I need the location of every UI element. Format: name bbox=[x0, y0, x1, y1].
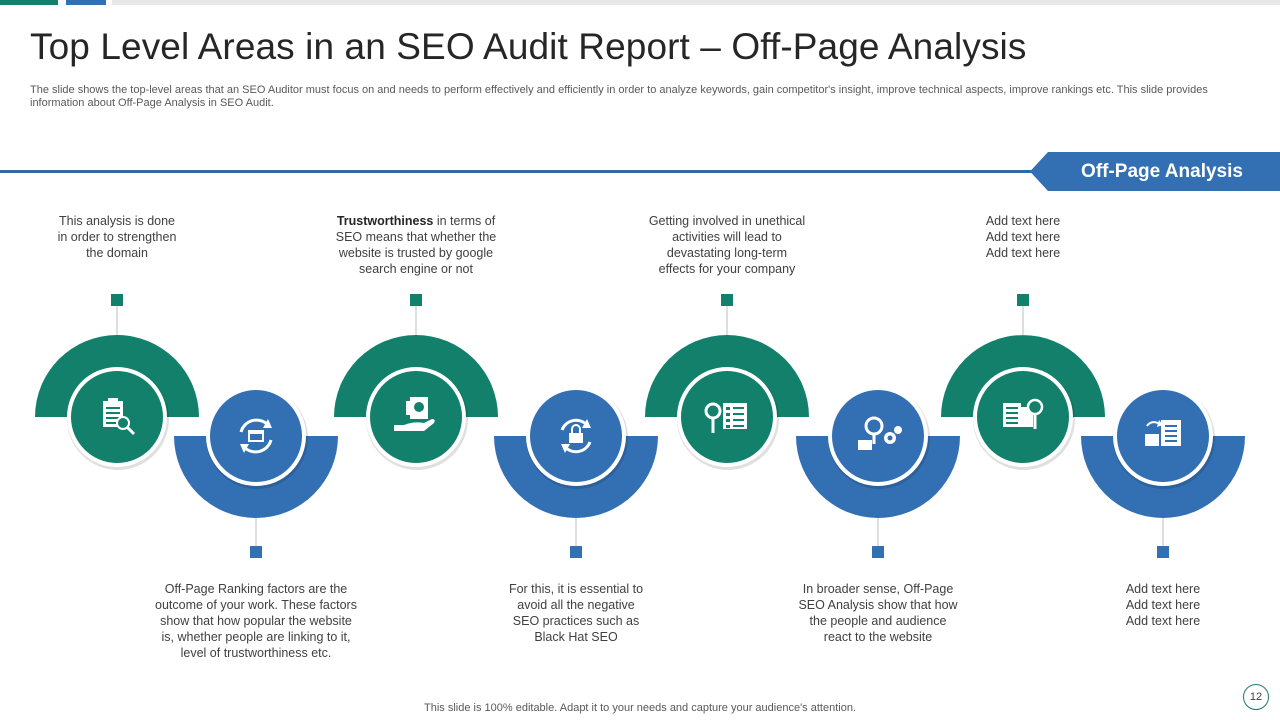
step-4-description: For this, it is essential to avoid all t… bbox=[481, 581, 671, 645]
step-2-description-text: Off-Page Ranking factors are the outcome… bbox=[155, 582, 357, 660]
page-number: 12 bbox=[1243, 684, 1269, 710]
clipboard-magnifier-icon bbox=[103, 398, 136, 436]
step-5-marker bbox=[721, 294, 733, 306]
top-accent-grey bbox=[112, 0, 1280, 5]
step-8-marker bbox=[1157, 546, 1169, 558]
step-2-description: Off-Page Ranking factors are the outcome… bbox=[136, 581, 376, 661]
documents-magnifier-icon bbox=[1003, 398, 1044, 429]
step-3-marker bbox=[410, 294, 422, 306]
section-banner: Off-Page Analysis bbox=[1030, 152, 1280, 191]
step-3 bbox=[334, 294, 498, 470]
step-4 bbox=[494, 386, 658, 558]
step-6 bbox=[796, 386, 960, 558]
step-3-description-text: in terms of SEO means that whether the w… bbox=[335, 214, 497, 276]
step-7-description-text: Add text here Add text here Add text her… bbox=[985, 214, 1061, 260]
cycle-browser-icon bbox=[239, 418, 273, 454]
banner-shape bbox=[1030, 152, 1280, 191]
step-1-description-text: This analysis is done in order to streng… bbox=[57, 214, 177, 260]
slide-subtitle: The slide shows the top-level areas that… bbox=[30, 84, 1208, 109]
top-accent-green bbox=[0, 0, 58, 5]
step-6-circle bbox=[832, 390, 924, 482]
search-gear-icon bbox=[858, 416, 902, 450]
step-2 bbox=[174, 386, 338, 558]
step-7-marker bbox=[1017, 294, 1029, 306]
step-5-description: Getting involved in unethical activities… bbox=[627, 213, 827, 277]
step-8-description-text: Add text here Add text here Add text her… bbox=[1125, 582, 1201, 628]
step-6-description: In broader sense, Off-Page SEO Analysis … bbox=[778, 581, 978, 645]
checklist-magnifier-icon bbox=[704, 402, 747, 433]
section-divider-line bbox=[0, 170, 1040, 173]
step-5-description-text: Getting involved in unethical activities… bbox=[648, 214, 806, 276]
step-3-description-bold: Trustworthiness bbox=[336, 214, 434, 228]
step-5 bbox=[645, 294, 809, 470]
step-6-description-text: In broader sense, Off-Page SEO Analysis … bbox=[798, 582, 958, 644]
step-8 bbox=[1081, 386, 1245, 558]
top-accent-blue bbox=[66, 0, 106, 5]
footer-note: This slide is 100% editable. Adapt it to… bbox=[424, 702, 856, 714]
step-7-description: Add text here Add text here Add text her… bbox=[943, 213, 1103, 261]
files-checklist-icon bbox=[1145, 420, 1181, 446]
step-1-marker bbox=[111, 294, 123, 306]
step-3-description: Trustworthiness in terms of SEO means th… bbox=[316, 213, 516, 277]
step-2-marker bbox=[250, 546, 262, 558]
slide-title: Top Level Areas in an SEO Audit Report –… bbox=[30, 26, 1027, 67]
refresh-lock-icon bbox=[560, 418, 592, 454]
step-4-marker bbox=[570, 546, 582, 558]
hand-document-icon bbox=[394, 397, 435, 431]
banner-label: Off-Page Analysis bbox=[1081, 161, 1243, 182]
step-7 bbox=[941, 294, 1105, 470]
step-8-description: Add text here Add text here Add text her… bbox=[1083, 581, 1243, 629]
step-6-marker bbox=[872, 546, 884, 558]
step-1 bbox=[35, 294, 199, 470]
step-4-description-text: For this, it is essential to avoid all t… bbox=[508, 582, 644, 644]
step-1-description: This analysis is done in order to streng… bbox=[32, 213, 202, 261]
top-accent-bar bbox=[0, 0, 1280, 5]
